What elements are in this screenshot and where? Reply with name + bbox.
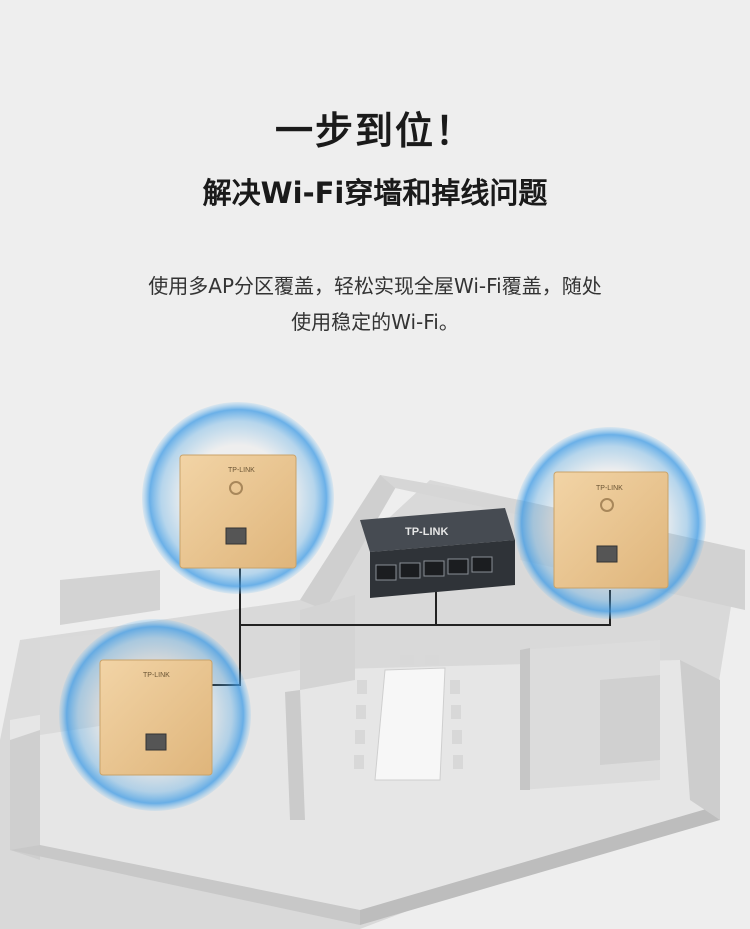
description-line-1: 使用多AP分区覆盖，轻松实现全屋Wi-Fi覆盖，随处 [148, 274, 602, 298]
floor-plan-illustration: TP-LINK TP-LINK TP-LINK TP-LINK [0, 402, 745, 929]
network-switch: TP-LINK [360, 508, 515, 598]
access-point-right: TP-LINK [553, 471, 669, 589]
access-point-left: TP-LINK [179, 454, 297, 569]
description-line-2: 使用稳定的Wi-Fi。 [291, 310, 459, 334]
access-point-bottom: TP-LINK [99, 659, 213, 776]
led-indicator-icon [229, 481, 243, 495]
ethernet-port-icon [145, 733, 167, 751]
led-indicator-icon [600, 498, 614, 512]
page-subtitle: 解决Wi-Fi穿墙和掉线问题 [202, 176, 548, 210]
description: 使用多AP分区覆盖，轻松实现全屋Wi-Fi覆盖，随处 使用稳定的Wi-Fi。 [60, 268, 690, 340]
switch-brand-label: TP-LINK [405, 526, 448, 538]
page-title: 一步到位！ [274, 109, 475, 153]
ethernet-port-icon [596, 545, 618, 563]
dining-table [354, 655, 463, 781]
ap-brand-label: TP-LINK [143, 672, 170, 679]
ap-brand-label: TP-LINK [596, 485, 623, 492]
ap-brand-label: TP-LINK [228, 467, 255, 474]
ethernet-port-icon [225, 527, 247, 545]
